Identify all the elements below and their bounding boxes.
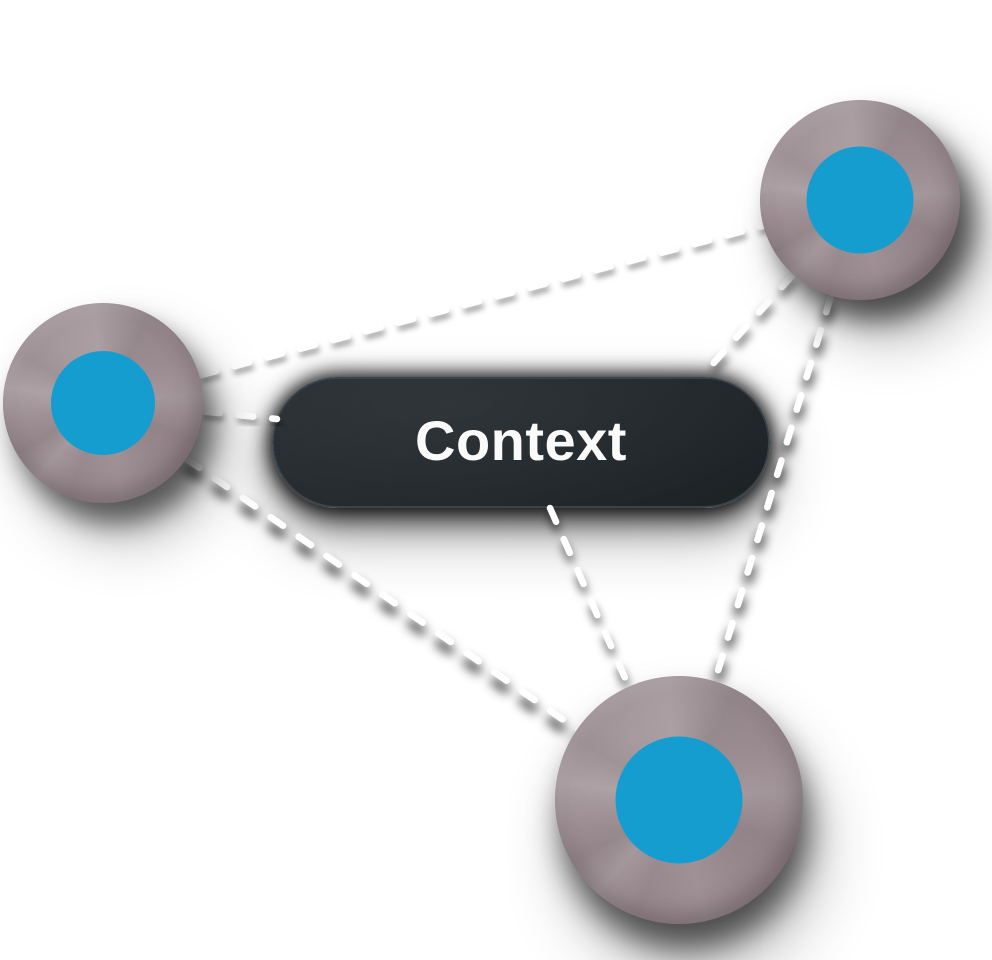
node-core [806,146,914,254]
edge-left-to-topright [99,196,864,405]
node-top-right [760,100,960,300]
node-left [3,303,203,503]
context-pill-label: Context [415,408,627,472]
node-core [615,736,743,864]
context-pill: Context [272,377,770,508]
node-core [51,351,155,455]
node-bottom [555,676,803,924]
